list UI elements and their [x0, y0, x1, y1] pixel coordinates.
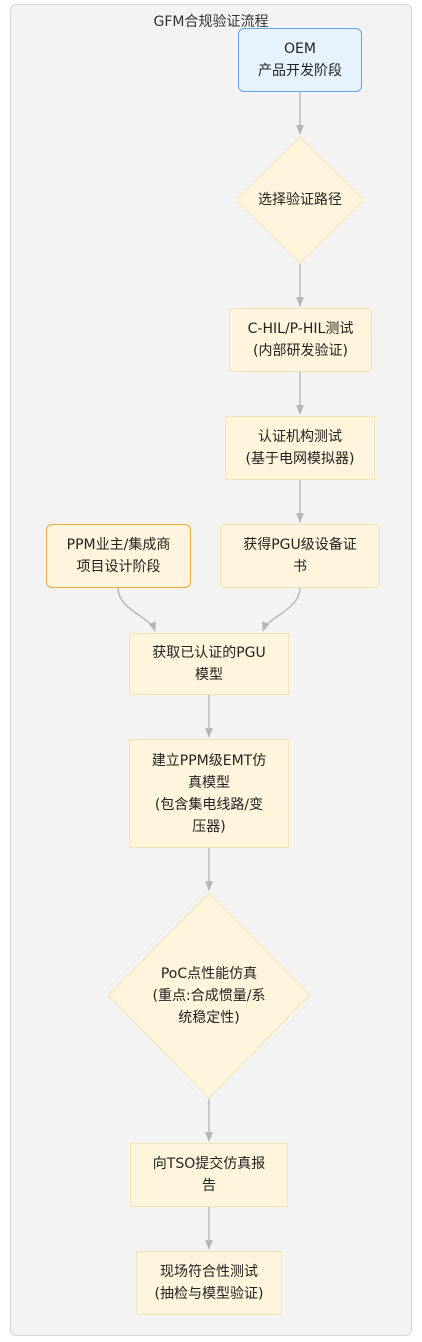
node-emt-model: 建立PPM级EMT仿 真模型 (包含集电线路/变 压器): [129, 739, 289, 848]
node-ppm-project-design: PPM业主/集成商 项目设计阶段: [46, 524, 191, 588]
node-chil-phil-test: C-HIL/P-HIL测试 (内部研发验证): [229, 308, 372, 372]
diagram-title: GFM合规验证流程: [153, 14, 269, 30]
node-select-path-decision: 选择验证路径: [235, 136, 365, 264]
node-field-test: 现场符合性测试 (抽检与模型验证): [136, 1251, 282, 1315]
poc-diamond-shape: [107, 892, 311, 1099]
node-certification-test: 认证机构测试 (基于电网模拟器): [225, 416, 375, 480]
node-poc-simulation-decision: PoC点性能仿真 (重点:合成惯量/系 统稳定性): [107, 892, 311, 1099]
poc-simulation-label: PoC点性能仿真 (重点:合成惯量/系 统稳定性): [152, 965, 266, 1026]
node-pgu-certificate: 获得PGU级设备证 书: [220, 524, 380, 588]
select-path-label: 选择验证路径: [258, 192, 342, 208]
node-pgu-model: 获取已认证的PGU 模型: [129, 633, 289, 695]
decision-diamond-shape: [235, 136, 365, 264]
node-tso-report: 向TSO提交仿真报 告: [130, 1143, 288, 1207]
node-oem-product-dev: OEM 产品开发阶段: [238, 28, 362, 92]
